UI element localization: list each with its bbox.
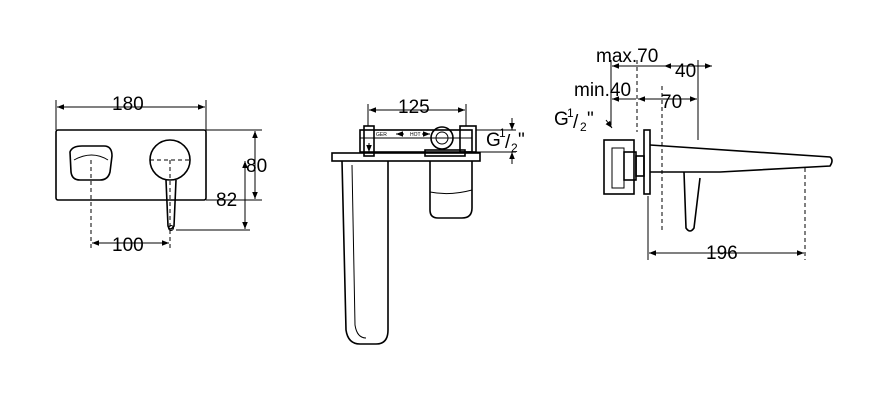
lever — [165, 179, 177, 230]
embedded-box — [359, 129, 473, 153]
handle-body — [429, 161, 473, 219]
dim-label-width: 180 — [112, 94, 144, 115]
svg-text:G: G — [554, 109, 569, 130]
thread-label-profile: G 1 / 2 " — [554, 106, 594, 134]
svg-text:G: G — [486, 130, 501, 151]
dim-label-depth: 125 — [398, 97, 430, 118]
wall-flange — [331, 152, 481, 162]
svg-text:": " — [587, 109, 594, 130]
svg-text:GER: GER — [376, 132, 387, 138]
profile-lever — [683, 171, 701, 232]
svg-text:1: 1 — [499, 126, 506, 140]
svg-text:/: / — [573, 112, 579, 133]
spout-body — [341, 160, 389, 345]
svg-text:1: 1 — [567, 106, 574, 120]
svg-text:2: 2 — [580, 120, 587, 134]
wall-body — [603, 139, 635, 195]
dim-label-spacing: 100 — [112, 235, 144, 256]
dim-label-lever-drop: 82 — [216, 190, 237, 211]
thread-label-side: G 1 / 2 " — [486, 126, 525, 155]
profile-spout — [649, 144, 833, 173]
svg-text:2: 2 — [511, 141, 518, 155]
cartridge — [430, 126, 454, 150]
front-view — [55, 100, 262, 248]
svg-text:HOT: HOT — [410, 132, 421, 138]
dim-label-reach: 196 — [706, 243, 738, 264]
profile-view — [603, 60, 833, 260]
dim-label-min: min.40 — [574, 80, 631, 101]
svg-text:": " — [518, 130, 525, 151]
dim-label-max: max.70 — [596, 46, 658, 67]
dim-label-body: 70 — [661, 92, 682, 113]
dim-label-offset: 40 — [675, 61, 696, 82]
dim-label-height: 80 — [246, 156, 267, 177]
spout-outlet — [69, 145, 113, 181]
svg-text:/: / — [505, 132, 511, 153]
wall-plate — [55, 129, 207, 201]
side-view: GER HOT — [331, 104, 516, 345]
